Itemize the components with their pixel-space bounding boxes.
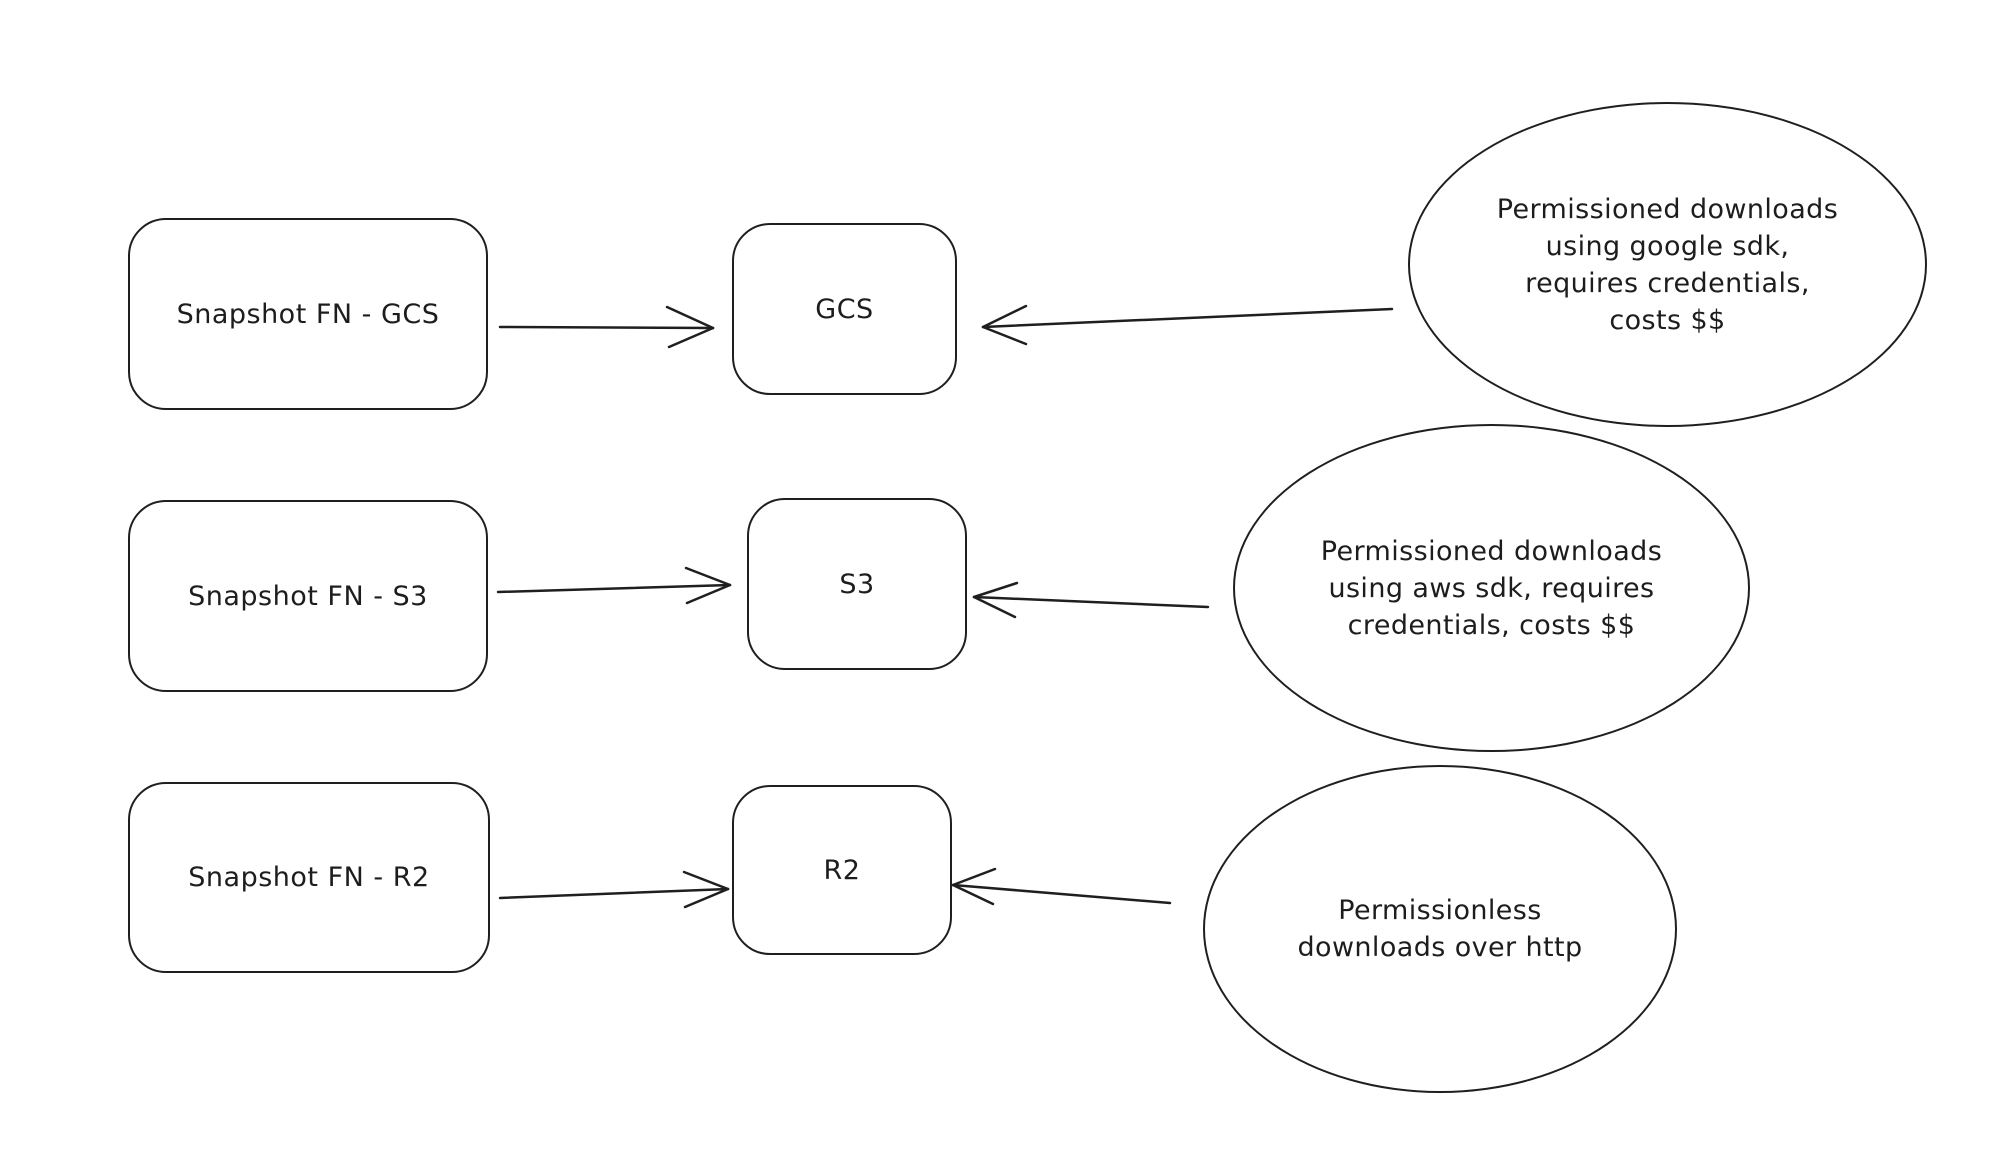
arrow-note-to-r2 xyxy=(951,867,1172,906)
node-snapshot-fn-gcs: Snapshot FN - GCS xyxy=(128,218,488,410)
node-s3-label: S3 xyxy=(839,568,875,600)
node-snapshot-fn-r2-label: Snapshot FN - R2 xyxy=(188,862,430,893)
note-ellipse-r2: Permissionless downloads over http xyxy=(1203,765,1677,1093)
note-ellipse-gcs-text: Permissioned downloads using google sdk,… xyxy=(1496,193,1839,336)
note-ellipse-gcs: Permissioned downloads using google sdk,… xyxy=(1408,102,1927,427)
node-snapshot-fn-r2: Snapshot FN - R2 xyxy=(128,782,490,973)
arrow-snapshot-to-r2 xyxy=(498,870,730,909)
note-ellipse-r2-text: Permissionless downloads over http xyxy=(1297,895,1583,963)
arrow-snapshot-to-s3 xyxy=(496,566,732,605)
node-snapshot-fn-s3: Snapshot FN - S3 xyxy=(128,500,488,692)
node-snapshot-fn-s3-label: Snapshot FN - S3 xyxy=(188,580,428,612)
node-gcs: GCS xyxy=(732,223,957,395)
arrow-note-to-s3 xyxy=(972,581,1210,619)
arrow-note-to-gcs xyxy=(981,304,1394,346)
note-ellipse-s3: Permissioned downloads using aws sdk, re… xyxy=(1233,424,1750,752)
arrow-snapshot-to-gcs xyxy=(498,305,715,349)
node-gcs-label: GCS xyxy=(815,293,874,325)
note-ellipse-s3-text: Permissioned downloads using aws sdk, re… xyxy=(1320,535,1663,641)
node-snapshot-fn-gcs-label: Snapshot FN - GCS xyxy=(176,298,440,330)
node-r2: R2 xyxy=(732,785,952,955)
node-r2-label: R2 xyxy=(823,854,861,886)
node-s3: S3 xyxy=(747,498,967,670)
